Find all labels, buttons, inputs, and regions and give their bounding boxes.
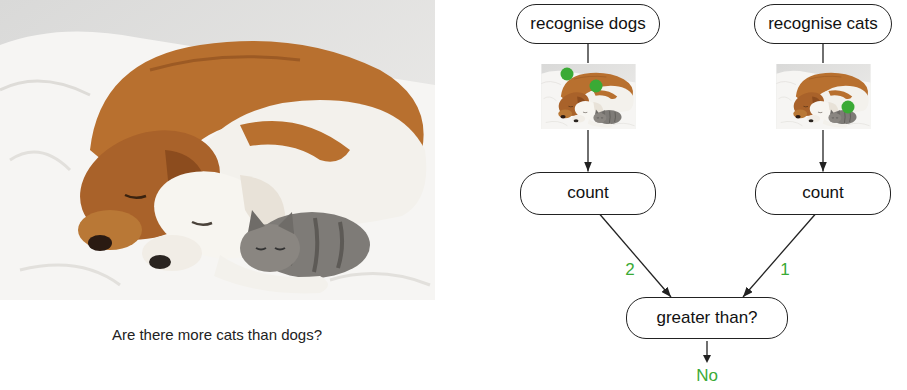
process-box: count bbox=[520, 172, 656, 215]
process-box: count bbox=[755, 172, 891, 215]
process-box: recognise cats bbox=[754, 4, 892, 44]
node-label: recognise dogs bbox=[530, 14, 645, 34]
detection-dot bbox=[590, 80, 603, 93]
node-label: count bbox=[802, 183, 844, 203]
flow-arrow bbox=[743, 215, 815, 298]
output-arrow bbox=[703, 341, 711, 363]
result-label: No bbox=[696, 367, 718, 386]
node-label: count bbox=[567, 183, 609, 203]
dog-thumbnail bbox=[539, 63, 638, 130]
decision-box: greater than? bbox=[626, 297, 788, 339]
flow-arrow bbox=[600, 215, 671, 298]
detection-dot bbox=[561, 68, 574, 81]
count-value: 1 bbox=[778, 261, 791, 280]
count-value: 2 bbox=[623, 261, 636, 280]
figure-caption: Are there more cats than dogs? bbox=[112, 326, 322, 344]
node-label: greater than? bbox=[656, 308, 757, 328]
node-label: recognise cats bbox=[768, 14, 878, 34]
process-box: recognise dogs bbox=[516, 4, 660, 44]
cat-thumbnail bbox=[774, 63, 873, 130]
detection-dot bbox=[842, 101, 855, 114]
photo bbox=[0, 0, 435, 300]
